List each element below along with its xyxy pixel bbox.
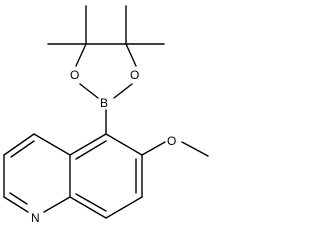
boron-label: B [100, 96, 108, 110]
bond-n-c8a [43, 196, 71, 213]
bond-c8-c8a-double [75, 193, 107, 212]
bond-c4a-c4 [33, 133, 71, 156]
bond-c6-o [141, 141, 166, 156]
oxygen-label-right: O [130, 68, 139, 82]
bond-c4-c3 [3, 133, 35, 156]
bond-c-o-right [125, 43, 137, 67]
bond-o-b-left [79, 83, 99, 99]
bond-c4-c3-double [10, 140, 35, 158]
bond-c4a-c5 [69, 133, 107, 156]
bond-c2-n-double [9, 192, 28, 205]
bond-c-o-left [75, 43, 87, 67]
bond-c7-c8 [105, 196, 143, 219]
bond-o-ch3 [181, 141, 209, 157]
oxygen-label-left: O [70, 68, 79, 82]
structure-canvas: O O B O N [3, 5, 209, 225]
bond-c4a-c5-double [75, 140, 107, 160]
methoxy-oxygen-label: O [167, 134, 176, 148]
chemical-structure: O O B O N [3, 5, 209, 225]
nitrogen-label: N [31, 211, 40, 225]
bond-c2-n [3, 196, 29, 213]
bond-o-b-right [113, 83, 133, 99]
bond-c8-c8a [69, 196, 107, 219]
bond-c5-c6 [105, 133, 143, 156]
